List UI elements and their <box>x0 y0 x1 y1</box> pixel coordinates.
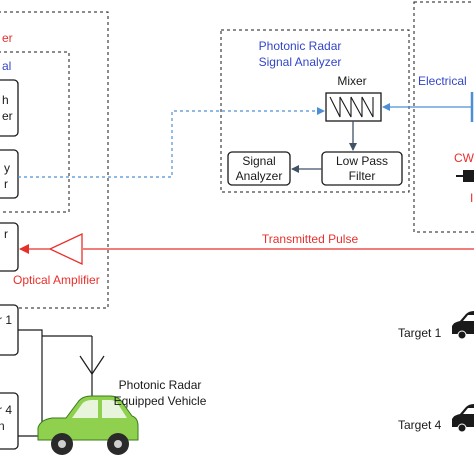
target-box-4 <box>0 392 19 450</box>
i-label: I <box>470 191 473 205</box>
left-inner-title: al <box>2 59 11 73</box>
analyzer-title-line1: Photonic Radar <box>259 39 342 53</box>
left-box-3 <box>0 222 19 272</box>
right-dashed-box <box>413 1 474 233</box>
left-outer-dashed-box <box>0 11 109 309</box>
left-box-1-line2: er <box>2 109 13 123</box>
target-box-4-line1: r 4 <box>0 403 12 417</box>
target-car-icon <box>452 311 474 340</box>
low-pass-filter-line2: Filter <box>349 169 376 183</box>
sawtooth-mixer-icon <box>325 92 382 122</box>
target-box-4-line2: n <box>0 419 5 433</box>
electrical-label: Electrical <box>418 74 467 88</box>
left-box-2-line2: r <box>4 177 8 191</box>
left-box-2-line1: y <box>4 161 10 175</box>
dashed-reference-line <box>18 107 325 178</box>
laser-diode-icon <box>456 170 474 182</box>
left-box-2 <box>0 149 19 199</box>
vehicle-label-line1: Photonic Radar <box>119 378 202 392</box>
analyzer-dashed-box <box>220 29 410 193</box>
antenna-icon <box>79 355 105 375</box>
target-car-icon <box>452 404 474 433</box>
left-inner-dashed-box <box>0 51 70 213</box>
mixer-label: Mixer <box>337 74 366 88</box>
vehicle-label-line2: Equipped Vehicle <box>114 394 207 408</box>
left-box-1-line1: h <box>2 93 9 107</box>
amplifier-triangle-icon <box>48 232 83 266</box>
signal-analyzer-box <box>227 151 291 186</box>
signal-analyzer-line2: Analyzer <box>236 169 283 183</box>
analyzer-title-line2: Signal Analyzer <box>259 55 342 69</box>
target-box-1-label: r 1 <box>0 313 12 327</box>
target4-label: Target 4 <box>398 418 442 432</box>
signal-analyzer-line1: Signal <box>242 154 275 168</box>
transmitted-pulse-label: Transmitted Pulse <box>262 232 359 246</box>
optical-amplifier-label: Optical Amplifier <box>13 273 100 287</box>
cw-label: CW <box>454 151 474 165</box>
left-box-3-label: r <box>4 227 8 241</box>
car-icon <box>37 395 139 455</box>
left-outer-title: er <box>2 31 13 45</box>
left-box-1 <box>0 79 19 137</box>
target1-label: Target 1 <box>398 326 442 340</box>
low-pass-filter-line1: Low Pass <box>336 154 388 168</box>
connector-target1-antenna <box>18 329 43 437</box>
